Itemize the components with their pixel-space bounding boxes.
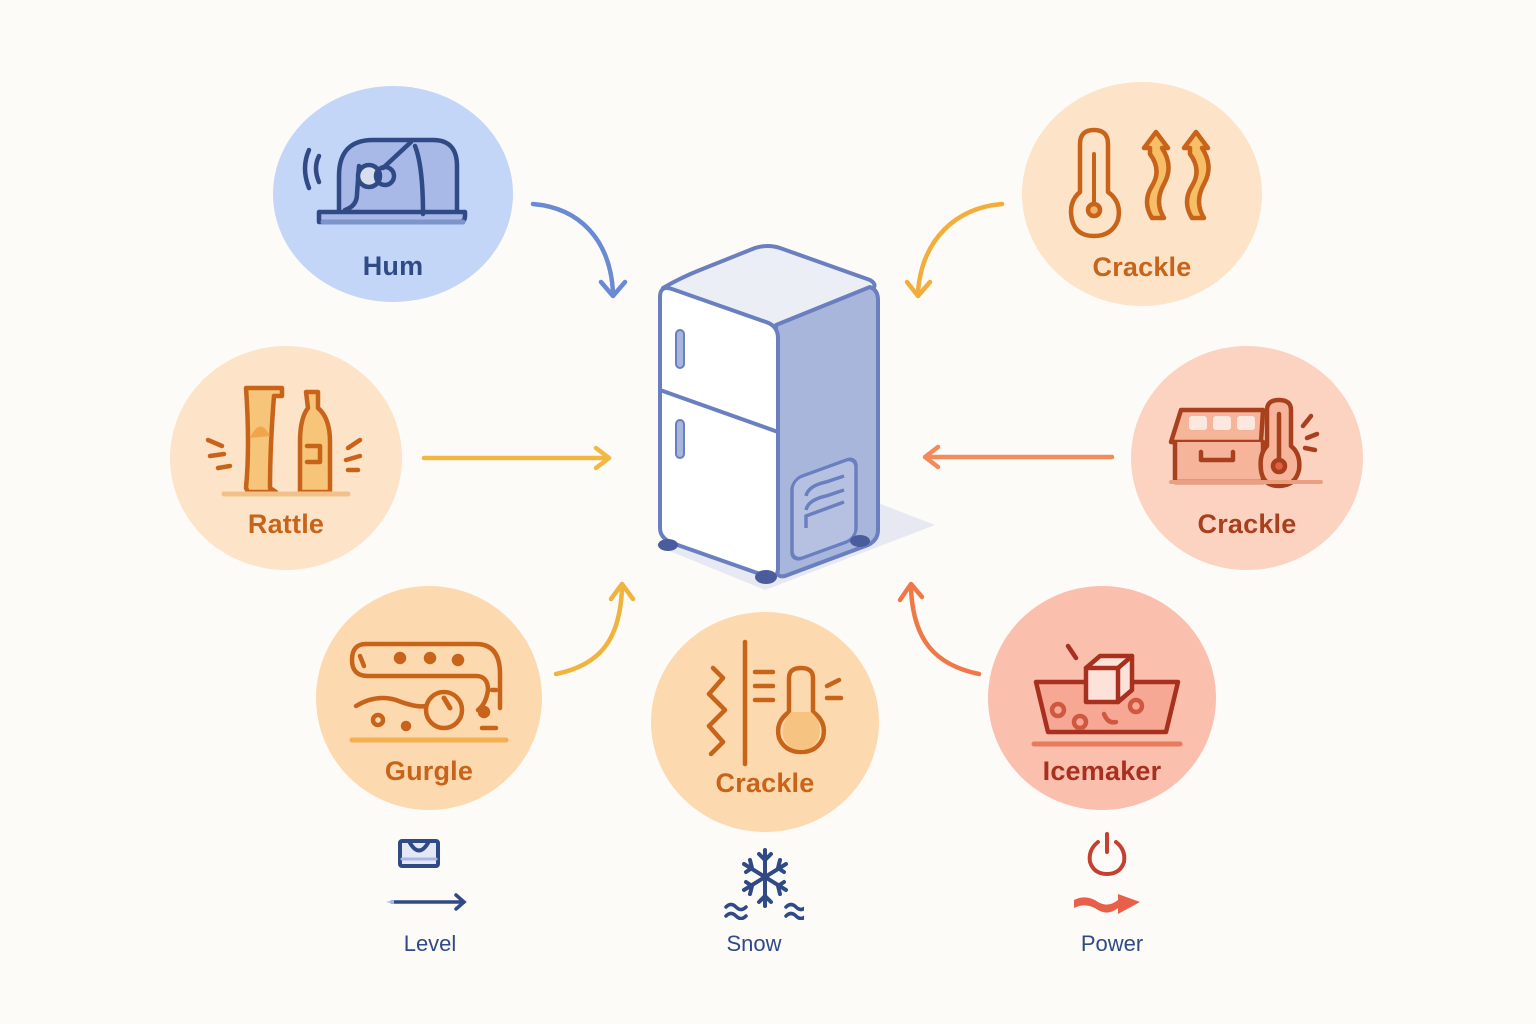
legend-label: Snow — [726, 931, 782, 956]
freezer-box-thermometer-icon — [1168, 397, 1323, 489]
legend-label: Power — [1080, 931, 1144, 956]
fridge-feet — [658, 535, 870, 584]
node-label: Crackle — [1092, 252, 1192, 282]
wavy-arrow-icon — [1074, 894, 1140, 914]
expansion-thermometer-icon — [706, 639, 844, 767]
node-label: Crackle — [1197, 509, 1297, 539]
node-rattle: Rattle — [170, 346, 402, 570]
compressor-motor-icon — [302, 137, 468, 225]
snowflake-icon — [724, 848, 804, 920]
ice-cube-tray-icon — [1031, 643, 1183, 747]
node-crackle-bottom: Crackle — [651, 612, 879, 832]
arrow-icemaker-to-fridge — [897, 581, 982, 677]
node-crackle-top: Crackle — [1022, 82, 1262, 306]
node-label: Crackle — [715, 768, 815, 798]
level-tool-icon — [386, 839, 467, 911]
node-hum: Hum — [273, 86, 513, 302]
refrigerant-pipe-icon — [349, 641, 509, 743]
legend-level: Level — [380, 830, 480, 960]
arrow-gurgle-to-fridge — [553, 581, 636, 677]
node-icemaker: Icemaker — [988, 586, 1216, 810]
node-label: Hum — [362, 251, 424, 281]
node-crackle-right: Crackle — [1131, 346, 1363, 570]
node-label: Gurgle — [384, 756, 474, 786]
legend-label: Level — [403, 931, 457, 956]
legend-snow: Snow — [704, 830, 804, 960]
node-gurgle: Gurgle — [316, 586, 542, 810]
thermometer-heat-rising-icon — [1068, 127, 1211, 239]
arrow-rattle-to-fridge — [421, 445, 612, 471]
arrow-crackle-top-to-fridge — [904, 201, 1005, 299]
fridge-handles — [675, 329, 685, 459]
power-icon — [1074, 832, 1140, 914]
node-label: Rattle — [247, 509, 325, 539]
arrow-hum-to-fridge — [530, 201, 628, 299]
arrow-right-icon — [386, 893, 467, 911]
arrow-crackle-right-to-fridge — [922, 444, 1115, 470]
glass-and-bottle-icon — [205, 385, 363, 497]
node-label: Icemaker — [1042, 756, 1162, 786]
wave-icon — [724, 902, 804, 920]
fridge-vent — [790, 457, 858, 561]
legend-power: Power — [1062, 830, 1162, 960]
